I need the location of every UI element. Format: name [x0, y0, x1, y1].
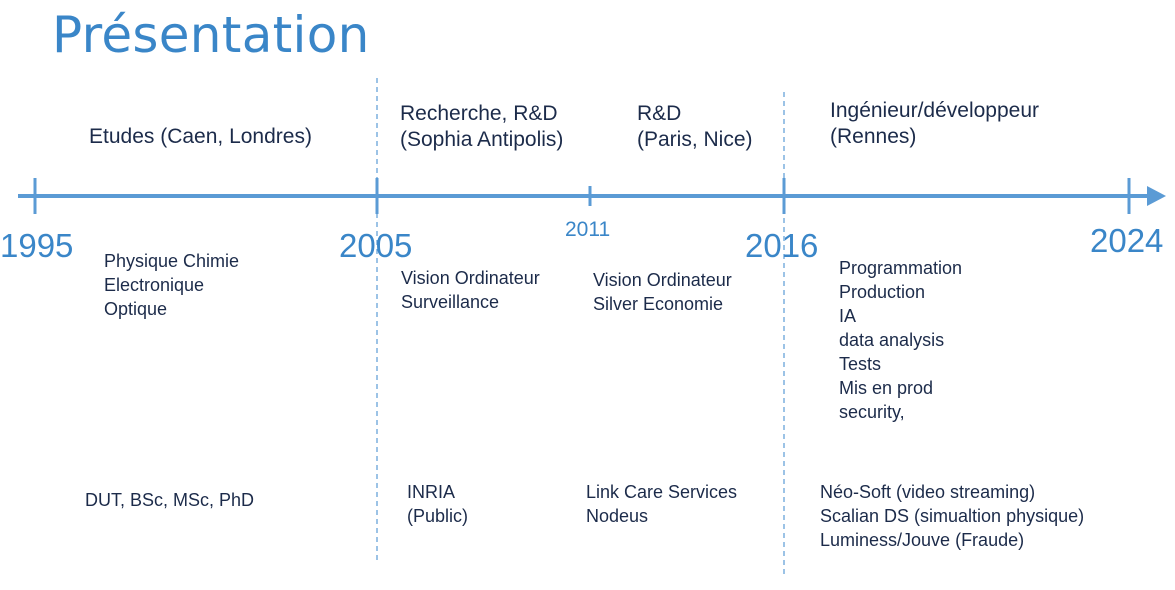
activities-ingenieur: Programmation Production IA data analysi…: [839, 259, 962, 427]
activity-item: Programmation: [839, 258, 963, 278]
organization-item: INRIA: [407, 482, 456, 502]
organizations-recherche: INRIA (Public): [407, 483, 468, 531]
period-rd-line: R&D: [637, 102, 682, 125]
year-label-2016: 2016: [745, 227, 819, 264]
period-ingenieur-line: (Rennes): [830, 125, 917, 148]
activity-item: Mis en prod: [839, 378, 934, 398]
organization-item: Link Care Services: [586, 482, 738, 502]
activity-item: Surveillance: [401, 292, 500, 312]
period-recherche: Recherche, R&D (Sophia Antipolis): [400, 103, 563, 155]
organizations-ingenieur: Néo-Soft (video streaming) Scalian DS (s…: [820, 483, 1084, 555]
period-recherche-line: Recherche, R&D: [400, 102, 558, 125]
period-ingenieur: Ingénieur/développeur (Rennes): [830, 100, 1039, 152]
activity-item: data analysis: [839, 330, 945, 350]
period-etudes: Etudes (Caen, Londres): [89, 126, 312, 152]
organization-item: Nodeus: [586, 506, 649, 526]
activity-item: Optique: [104, 299, 168, 319]
organizations-rd: Link Care Services Nodeus: [586, 483, 737, 531]
activity-item: IA: [839, 306, 857, 326]
activities-recherche: Vision Ordinateur Surveillance: [401, 269, 540, 317]
period-etudes-line: Etudes (Caen, Londres): [89, 125, 312, 148]
organization-item: Néo-Soft (video streaming): [820, 482, 1036, 502]
activities-etudes: Physique Chimie Electronique Optique: [104, 252, 239, 324]
period-rd-line: (Paris, Nice): [637, 128, 753, 151]
period-ingenieur-line: Ingénieur/développeur: [830, 99, 1039, 122]
organization-item: DUT, BSc, MSc, PhD: [85, 490, 255, 510]
activity-item: Vision Ordinateur: [401, 268, 540, 288]
year-label-2005: 2005: [339, 227, 413, 264]
activity-item: Vision Ordinateur: [593, 270, 732, 290]
period-recherche-line: (Sophia Antipolis): [400, 128, 564, 151]
organization-item: Luminess/Jouve (Fraude): [820, 530, 1025, 550]
activity-item: Silver Economie: [593, 294, 724, 314]
activities-rd: Vision Ordinateur Silver Economie: [593, 271, 732, 319]
organizations-etudes: DUT, BSc, MSc, PhD: [85, 491, 254, 515]
timeline-arrowhead: [1147, 186, 1166, 206]
year-label-2024: 2024: [1090, 222, 1164, 259]
organization-item: Scalian DS (simualtion physique): [820, 506, 1085, 526]
activity-item: Tests: [839, 354, 882, 374]
activity-item: security,: [839, 402, 905, 422]
organization-item: (Public): [407, 506, 469, 526]
activity-item: Production: [839, 282, 926, 302]
activity-item: Electronique: [104, 275, 205, 295]
year-label-2011: 2011: [565, 218, 611, 241]
page-title: Présentation: [52, 6, 370, 64]
period-rd: R&D (Paris, Nice): [637, 103, 753, 155]
activity-item: Physique Chimie: [104, 251, 240, 271]
year-label-1995: 1995: [0, 227, 74, 264]
